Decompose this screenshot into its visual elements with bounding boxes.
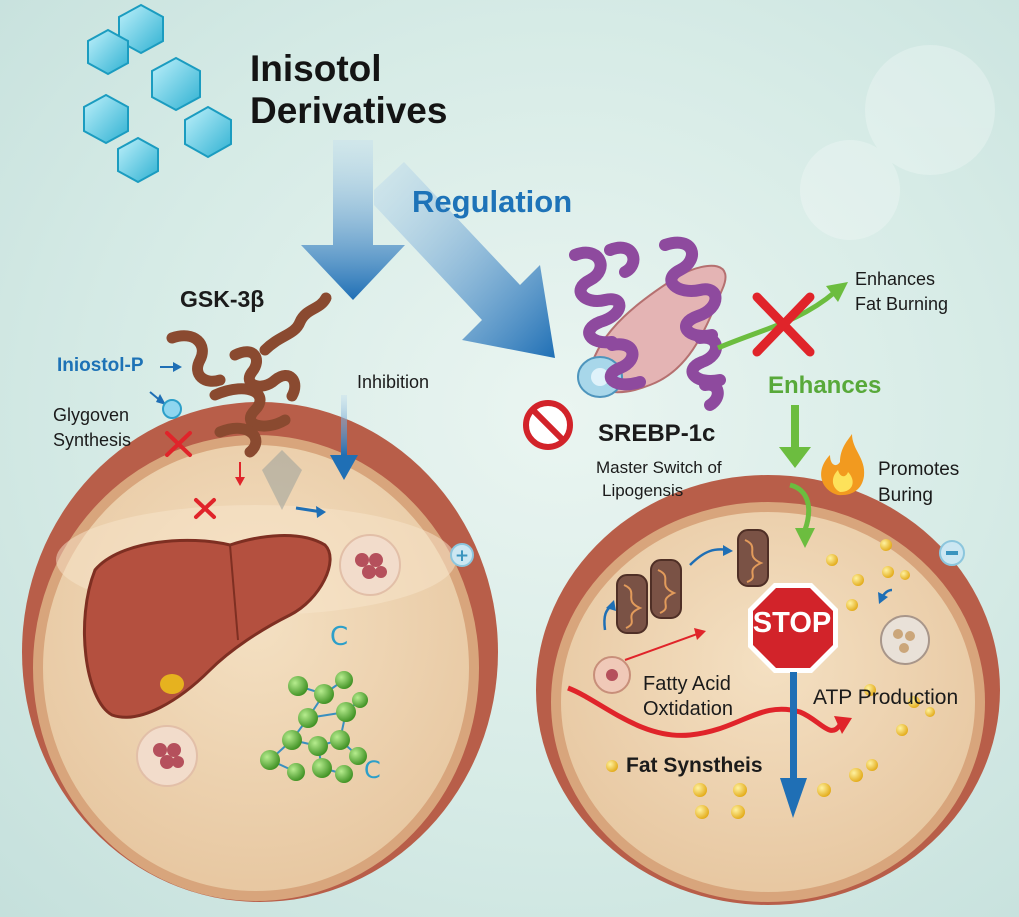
liver-icon [82, 534, 332, 719]
vesicle-icon [593, 615, 930, 694]
title-line-2: Derivatives [250, 90, 448, 131]
minus-icon [939, 540, 965, 566]
fat-synthesis-arrow [567, 685, 843, 738]
regulation-arrow-diagonal [374, 162, 555, 358]
page-title: Inisotol Derivatives [250, 48, 447, 132]
iniostol-p-label: Iniostol-P [57, 355, 144, 376]
green-down-arrow [791, 405, 799, 447]
helix-icon [166, 292, 332, 458]
fatty-line-1: Fatty Acid [643, 673, 731, 695]
cross-icon [752, 292, 815, 357]
fat-synthesis-label: Fat Synstheis [626, 754, 763, 777]
svg-text:C: C [330, 622, 348, 652]
flame-icon [821, 434, 865, 496]
glycogen-icon: C C [260, 622, 381, 784]
fat-droplets [606, 539, 935, 819]
promotes-line-2: Buring [878, 485, 933, 506]
glygoven-line-1: Glygoven [53, 405, 130, 425]
cross-icon [194, 498, 216, 519]
plus-icon: + [450, 543, 474, 567]
diamond-shape [262, 450, 302, 510]
srebp-protein-icon [569, 236, 727, 411]
gallbladder-icon [160, 674, 184, 694]
glygoven-synthesis-label: Glygoven Synthesis [53, 403, 131, 453]
molecule-icon [83, 3, 232, 184]
svg-text:C: C [364, 756, 381, 784]
promotes-burning-label: Promotes Buring [878, 457, 959, 509]
inhibition-arrow [341, 395, 347, 455]
enhances-fat-line-1: Enhances [855, 269, 936, 289]
promotes-line-1: Promotes [878, 459, 960, 480]
mitochondria-icon [616, 529, 769, 634]
fatty-acid-oxidation-label: Fatty Acid Oxtidation [643, 672, 733, 722]
glygoven-line-2: Synthesis [53, 430, 132, 450]
regulation-label: Regulation [412, 184, 573, 219]
master-line-1: Master Switch of [596, 458, 722, 477]
enhances-label: Enhances [768, 372, 882, 399]
background-bubbles [800, 45, 995, 240]
no-entry-icon [523, 400, 573, 450]
green-curve-arrow [789, 482, 812, 531]
master-line-2: Lipogensis [602, 481, 684, 500]
inhibition-label: Inhibition [357, 372, 430, 392]
blue-down-arrow [790, 672, 797, 782]
cross-icon [165, 431, 192, 457]
fatty-line-2: Oxtidation [643, 698, 734, 720]
svg-text:+: + [455, 546, 469, 566]
title-line-1: Inisotol [250, 48, 382, 89]
iniostol-dot [162, 399, 182, 419]
master-switch-label: Master Switch of Lipogensis [596, 456, 722, 502]
stop-label: STOP [752, 607, 832, 639]
enhances-fat-burning-label: Enhances Fat Burning [855, 267, 948, 317]
regulation-arrow-down [301, 140, 405, 300]
atp-production-label: ATP Production [813, 686, 959, 709]
gsk-label: GSK-3β [180, 286, 265, 312]
vesicle-icon [136, 534, 401, 787]
enhances-fat-line-2: Fat Burning [855, 294, 949, 314]
stop-sign-icon [748, 583, 838, 673]
srebp-label: SREBP-1c [598, 420, 716, 447]
